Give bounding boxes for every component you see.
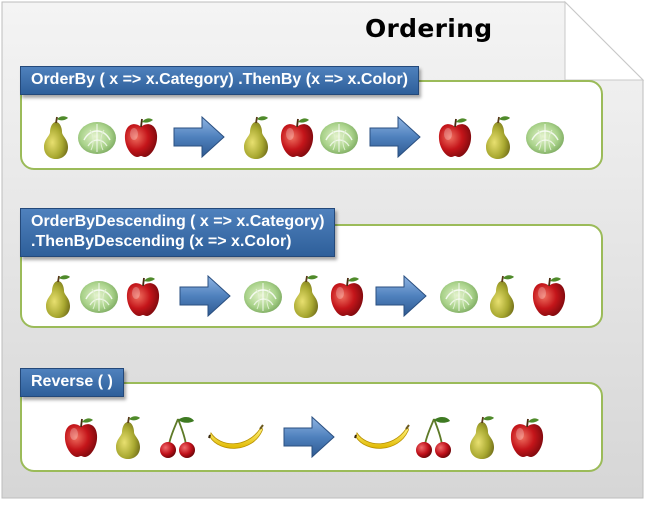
arrow-right-icon [374, 274, 428, 318]
pear-icon [480, 114, 516, 160]
apple-icon [122, 115, 160, 159]
arrow-right-icon [368, 115, 422, 159]
label-line: Reverse ( ) [31, 373, 113, 390]
orderbydescending-label: OrderByDescending ( x => x.Category) .Th… [20, 208, 336, 257]
diagram-title: Ordering [365, 14, 493, 43]
cabbage-icon [524, 118, 566, 156]
apple-icon [328, 274, 366, 318]
banana-icon [354, 419, 410, 455]
cherries-icon [414, 415, 454, 459]
pear-icon [110, 414, 146, 460]
apple-icon [436, 115, 474, 159]
cherries-icon [158, 415, 198, 459]
arrow-right-icon [172, 115, 226, 159]
arrow-right-icon [282, 415, 336, 459]
apple-icon [62, 415, 100, 459]
pear-icon [238, 114, 274, 160]
cabbage-icon [242, 277, 284, 315]
label-line: .ThenByDescending (x => x.Color) [31, 233, 292, 250]
cabbage-icon [438, 277, 480, 315]
apple-icon [530, 274, 568, 318]
orderby-label: OrderBy ( x => x.Category) .ThenBy (x =>… [20, 66, 419, 95]
apple-icon [124, 274, 162, 318]
label-line: OrderByDescending ( x => x.Category) [31, 213, 325, 230]
pear-icon [288, 273, 324, 319]
cabbage-icon [78, 277, 120, 315]
apple-icon [278, 115, 316, 159]
pear-icon [38, 114, 74, 160]
reverse-label: Reverse ( ) [20, 368, 124, 397]
arrow-right-icon [178, 274, 232, 318]
banana-icon [208, 419, 264, 455]
cabbage-icon [76, 118, 118, 156]
apple-icon [508, 415, 546, 459]
pear-icon [40, 273, 76, 319]
label-line: OrderBy ( x => x.Category) .ThenBy (x =>… [31, 71, 408, 88]
cabbage-icon [318, 118, 360, 156]
pear-icon [464, 414, 500, 460]
pear-icon [484, 273, 520, 319]
